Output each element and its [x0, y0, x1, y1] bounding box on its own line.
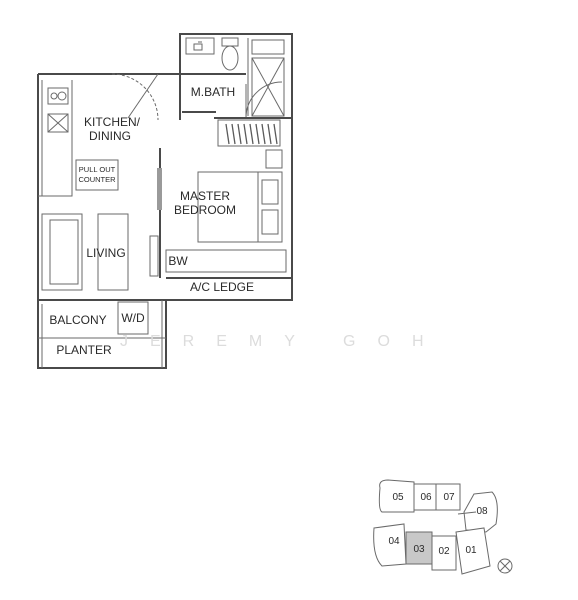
key-label-08: 08	[476, 506, 488, 517]
room-labels: KITCHEN/ DINING M.BATH PULL OUT COUNTER …	[49, 85, 254, 357]
key-unit-07	[435, 483, 461, 511]
living-area	[38, 195, 159, 291]
north-arrow-icon	[497, 558, 513, 574]
kitchen-label-2: DINING	[89, 129, 131, 143]
pull-out-counter	[75, 159, 119, 191]
entrance-door-leaf	[127, 73, 159, 119]
bedroom	[157, 148, 292, 279]
shower-shelf	[251, 39, 285, 55]
bed	[197, 171, 261, 243]
watermark: JEREMY GOH	[120, 333, 446, 350]
ac-ledge-label: A/C LEDGE	[190, 280, 254, 294]
key-unit-01	[455, 527, 491, 575]
key-label-01: 01	[465, 545, 477, 556]
key-label-02: 02	[438, 546, 450, 557]
counter-label-1: PULL OUT	[79, 165, 116, 174]
key-label-06: 06	[420, 492, 432, 503]
washer-dryer-cabinet	[117, 301, 149, 335]
wd-label: W/D	[121, 311, 145, 325]
wardrobe	[214, 117, 292, 147]
key-label-07: 07	[443, 492, 455, 503]
bath-label: M.BATH	[191, 85, 235, 99]
balcony-label: BALCONY	[49, 313, 106, 327]
bedroom-label-1: MASTER	[180, 189, 230, 203]
key-unit-02	[431, 535, 457, 571]
bathroom	[180, 37, 285, 119]
planter-label: PLANTER	[56, 343, 112, 357]
sliding-door	[157, 168, 162, 210]
entrance-door-swing	[111, 73, 159, 121]
toilet-icon	[221, 37, 239, 47]
kitchen-area	[41, 73, 159, 197]
key-label-05: 05	[392, 492, 404, 503]
key-label-03: 03	[413, 544, 425, 555]
tv-console	[149, 235, 159, 277]
counter-label-2: COUNTER	[78, 175, 116, 184]
vanity-basin-icon	[185, 37, 215, 55]
key-unit-04	[373, 523, 407, 567]
key-unit-03-highlight	[405, 531, 433, 565]
key-plan: 05 06 07 08 04 03 02 01	[373, 479, 513, 575]
coffee-table	[97, 213, 129, 291]
bath-door-swing	[245, 81, 283, 119]
living-label: LIVING	[86, 246, 125, 260]
bw-label: BW	[168, 254, 188, 268]
key-label-04: 04	[388, 536, 400, 547]
bedroom-label-2: BEDROOM	[174, 203, 236, 217]
kitchen-label-1: KITCHEN/	[84, 115, 141, 129]
